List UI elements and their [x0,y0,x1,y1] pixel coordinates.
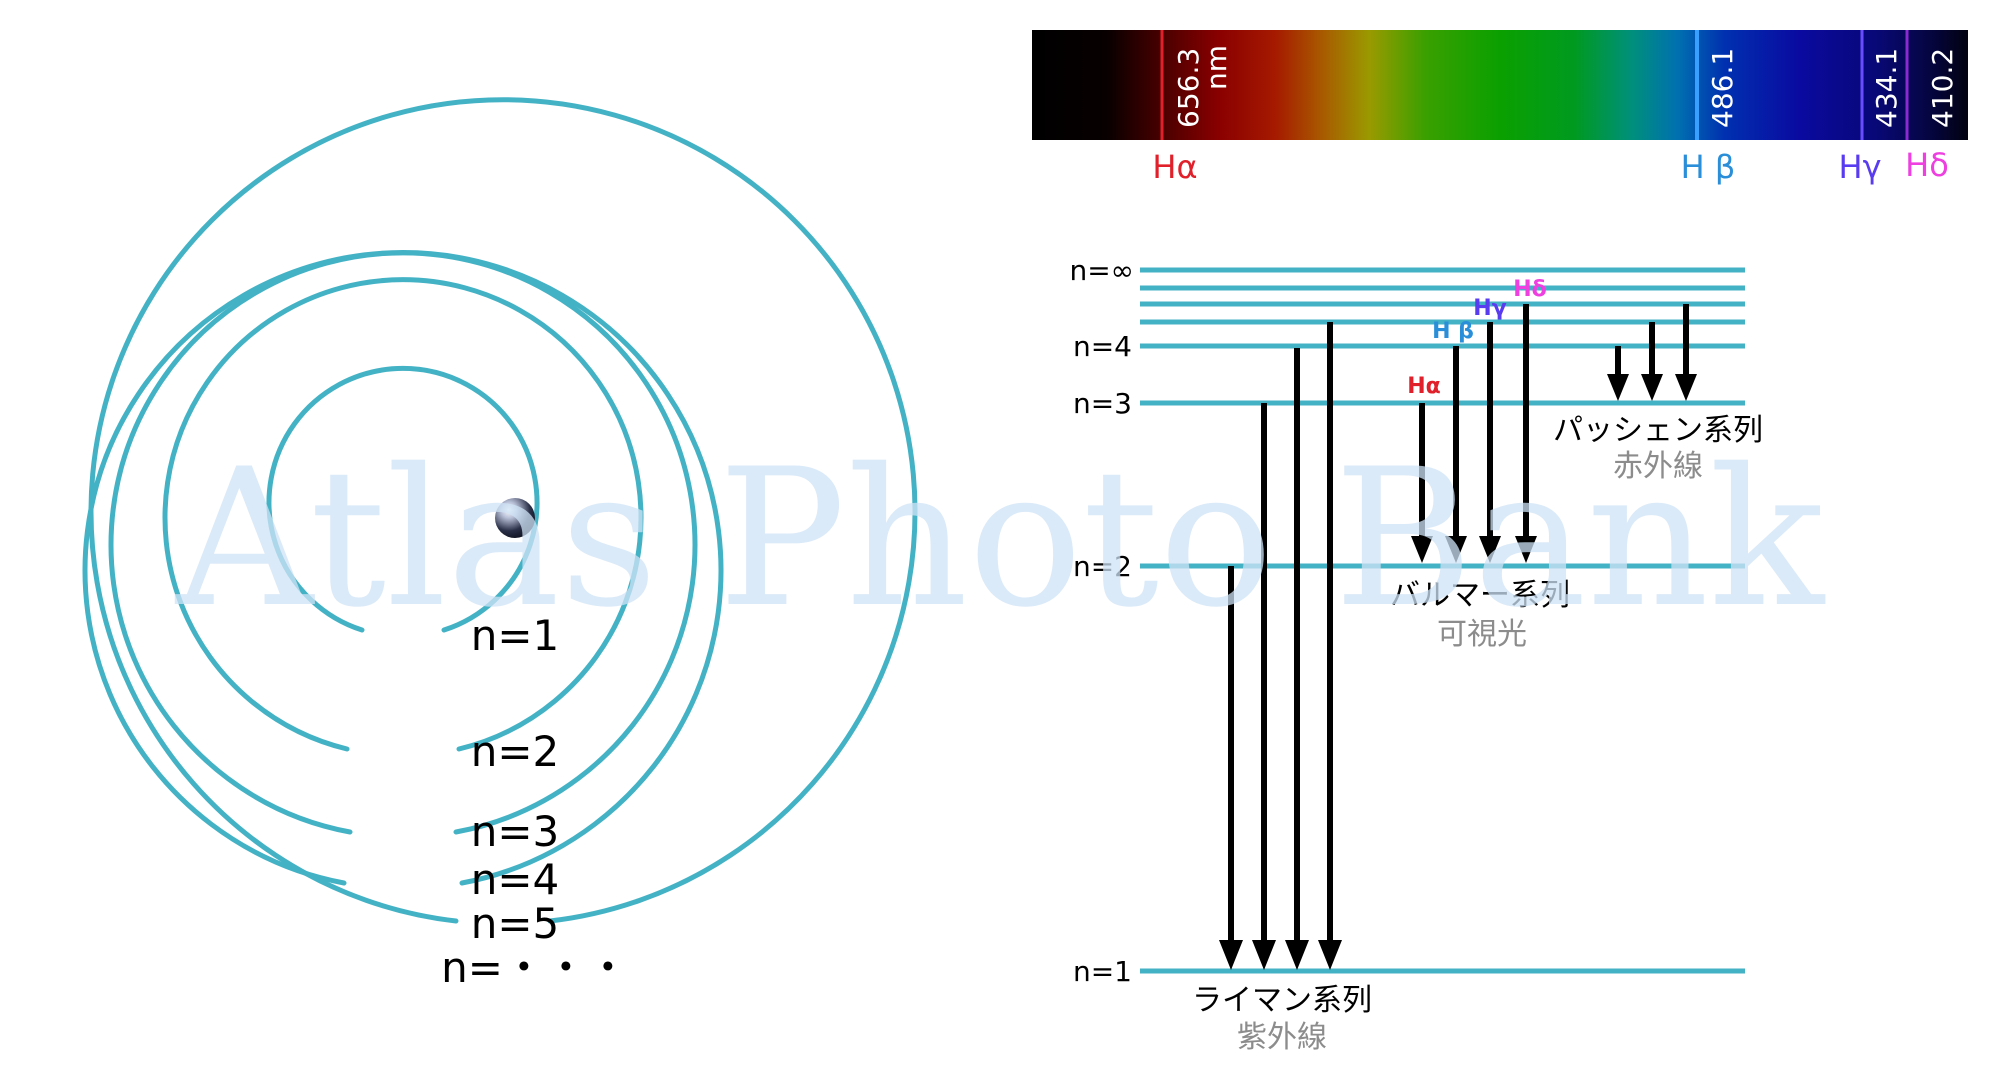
paschen-series-name: パッシェン系列 [1553,413,1763,448]
bohr-model: n=1 n=2 n=3 n=4 n=5 n=・・・ [82,97,918,992]
orbit-n5 [88,97,918,924]
spectrum-label-h-beta: H β [1681,148,1736,186]
spectrum-bar [1032,30,1968,140]
balmer-arrow-h-gamma [1479,322,1501,563]
visible-spectrum: 656.3 nm 486.1 434.1 410.2 Hα H β Hγ Hδ [1032,30,1968,186]
lyman-arrow-from-n4 [1285,348,1309,970]
level-label-n4: n=4 [1073,330,1132,363]
balmer-series-region: 可視光 [1437,617,1527,652]
paschen-series-region: 赤外線 [1613,449,1703,484]
lyman-arrow-from-n2 [1219,566,1243,970]
orbit-label-n4: n=4 [471,855,560,904]
lyman-series-name: ライマン系列 [1192,983,1372,1018]
balmer-arrow-h-delta [1515,304,1537,563]
spectrum-label-h-gamma: Hγ [1839,148,1882,186]
wavelength-h-delta: 410.2 [1926,48,1959,128]
balmer-series-name: バルマー系列 [1390,578,1570,613]
balmer-arrow-h-beta [1445,346,1467,563]
paschen-arrow-from-n5 [1641,322,1663,401]
wavelength-h-alpha: 656.3 [1172,48,1205,128]
level-label-n-inf: n=∞ [1069,254,1134,287]
balmer-label-h-alpha: Hα [1407,374,1441,399]
orbit-label-n3: n=3 [471,807,560,856]
lyman-series-region: 紫外線 [1237,1020,1327,1055]
lyman-series-arrows [1219,322,1342,970]
paschen-arrow-from-n4 [1607,346,1629,401]
lyman-arrow-from-n5 [1318,322,1342,970]
orbit-label-n1: n=1 [471,611,560,660]
nucleus [495,498,535,538]
orbit-n1 [266,366,540,633]
level-label-n1: n=1 [1073,955,1132,988]
balmer-arrow-h-alpha [1411,403,1433,563]
lyman-arrow-from-n3 [1252,403,1276,970]
paschen-arrow-from-n6 [1675,304,1697,401]
orbit-label-n-more: n=・・・ [441,943,629,992]
balmer-label-h-beta: H β [1432,319,1474,344]
orbit-label-n5: n=5 [471,899,560,948]
orbit-n2 [162,277,644,752]
paschen-series-arrows [1607,304,1697,401]
orbit-n4 [82,250,724,886]
spectrum-label-h-alpha: Hα [1152,148,1197,186]
energy-level-diagram: n=∞ n=4 n=3 n=2 n=1 [1069,254,1763,1055]
wavelength-h-gamma: 434.1 [1870,48,1903,128]
balmer-series-arrows [1411,304,1537,563]
spectrum-label-h-delta: Hδ [1905,146,1949,184]
wavelength-h-alpha-unit: nm [1200,45,1233,90]
level-label-n2: n=2 [1073,550,1132,583]
level-label-n3: n=3 [1073,387,1132,420]
wavelength-h-beta: 486.1 [1706,48,1739,128]
watermark-text: Atlas Photo Bank [174,428,1826,649]
orbit-label-n2: n=2 [471,727,560,776]
balmer-label-h-delta: Hδ [1513,277,1547,302]
balmer-label-h-gamma: Hγ [1473,296,1506,321]
